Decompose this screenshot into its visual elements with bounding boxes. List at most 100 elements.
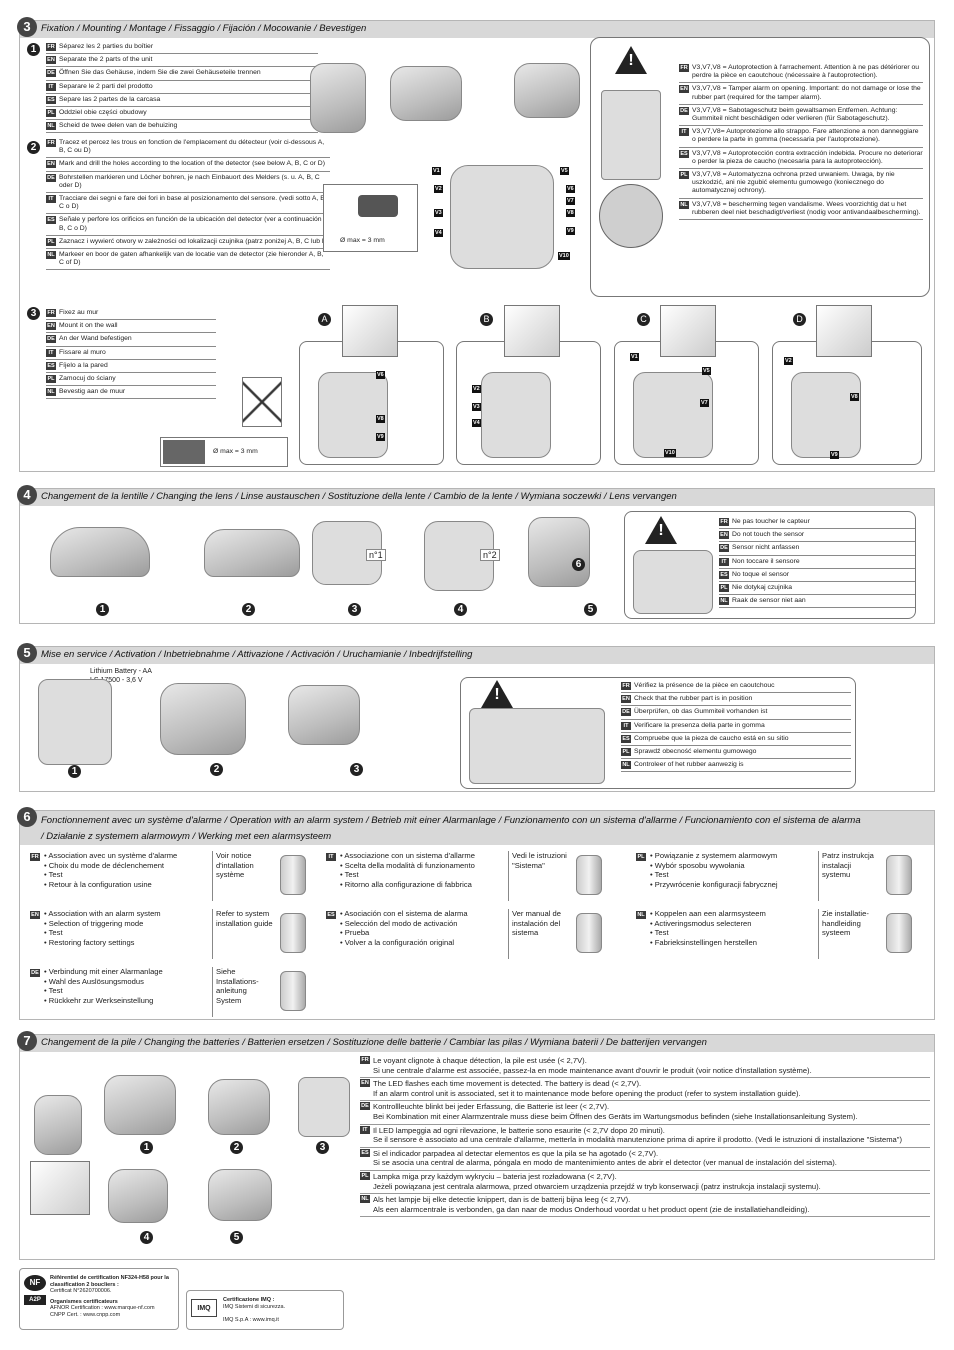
language-tag: PL [679,171,689,180]
language-tag: EN [46,322,56,331]
warning-icon [615,46,647,74]
detector-separated-image [514,63,580,118]
instruction-text: Séparez les 2 parties du boîtier [59,43,154,50]
alarm-group: PLPowiązanie z systemem alarmowymWybór s… [636,851,926,907]
detector-image [576,913,602,953]
step-1-badge: 1 [27,43,40,56]
language-tag: FR [30,853,40,861]
language-tag: IT [679,128,689,137]
instruction-text: Fissare al muro [59,348,106,356]
language-tag: DE [30,969,40,977]
cnpp-link[interactable]: CNPP Cert. : www.cnpp.com [50,1311,121,1318]
instruction-text: Öffnen Sie das Gehäuse, indem Sie die zw… [59,69,261,77]
language-tag: EN [360,1079,370,1088]
instruction-text: Nie dotykaj czujnika [732,584,793,592]
instruction-text: Fixez au mur [59,309,99,316]
language-tag: ES [719,570,729,579]
section-number: 3 [17,17,37,37]
language-tag: EN [30,911,40,919]
activation-step-1: 1 [68,765,81,778]
rubber-image [469,708,605,784]
alarm-steps-list: Verbindung mit einer AlarmanlageWahl des… [44,967,212,1005]
section-lens: Changement de la lentille / Changing the… [17,485,935,624]
section-alarm-system: Fonctionnement avec un système d'alarme … [17,807,935,1020]
c-v7: V7 [700,399,709,407]
section-mounting: Fixation / Mounting / Montage / Fissaggi… [17,17,935,472]
hole-v6: V6 [566,185,575,193]
section-number: 6 [17,807,37,827]
tamper-image [601,90,661,180]
language-tag: DE [360,1102,370,1111]
label-d: D [793,313,806,326]
activation-step-2: 2 [210,763,223,776]
alarm-steps-list: Association avec un système d'alarmeChoi… [44,851,212,889]
section-number: 5 [17,643,37,663]
d-v8: V8 [850,393,859,401]
language-tag: IT [46,195,56,204]
position-d-image [791,372,861,458]
led-flash-image [34,1095,82,1155]
lens-step-3: 3 [348,603,361,616]
alarm-step: Fabrieksinstellingen herstellen [650,938,818,948]
battery-step-1: 1 [140,1141,153,1154]
screw-box: Ø max = 3 mm [160,437,288,467]
instruction-text: V3,V7,V8 = Sabotageschutz beim gewaltsam… [692,106,898,123]
instruction-text: Bohrstellen markieren und Löcher bohren,… [59,173,320,189]
divider [508,909,509,959]
language-tag: NL [46,251,56,260]
certification-block: NF A2P Référentiel de certification NF32… [19,1268,179,1330]
instruction-text: Sprawdź obecność elementu gumowego [634,748,757,756]
label-a: A [318,313,331,326]
language-tag: PL [46,375,56,384]
language-tag: EN [679,85,689,94]
instruction-text: Überprüfen, ob das Gummiteil vorhanden i… [634,708,768,716]
section-activation: Mise en service / Activation / Inbetrieb… [17,643,935,792]
afnor-link[interactable]: AFNOR Certification : www.marque-nf.com [50,1305,155,1312]
c-v1: V1 [630,353,639,361]
imq-link[interactable]: IMQ S.p.A : www.imq.it [223,1317,279,1323]
language-tag: FR [46,43,56,51]
alarm-reference-note: Ver manual de instalación del sistema [512,909,561,938]
instruction-text: V3,V7,V8 = Automatyczna ochrona przed ur… [692,171,895,195]
lens-n1-label: n°1 [366,549,386,561]
sensor-view-b [504,305,560,357]
battery-step-2: 2 [230,1141,243,1154]
alarm-reference-note: Patrz instrukcja instalacji systemu [822,851,874,880]
label-c: C [637,313,650,326]
a2p-logo: A2P [24,1295,46,1305]
divider [508,851,509,901]
language-tag: ES [46,95,56,104]
drill-diagram: Ø max = 3 mm [323,184,418,252]
battery-instruction-text: Kontrollleuchte blinkt bei jeder Erfassu… [373,1102,858,1121]
instruction-text: Separe las 2 partes de la carcasa [59,95,161,103]
alarm-step: Selection of triggering mode [44,919,212,929]
detector-image [280,971,306,1011]
instruction-text: Sensor nicht anfassen [732,544,800,552]
language-tag: IT [719,557,729,566]
hole-v9: V9 [566,227,575,235]
instruction-text: Vérifiez la présence de la pièce en caou… [634,682,775,689]
battery-instruction-text: The LED flashes each time movement is de… [373,1079,801,1098]
instruction-text: Mark and drill the holes according to th… [59,160,325,168]
imq-block: IMQ Certificazione IMQ : IMQ Sistemi di … [186,1290,344,1330]
alarm-step: Restoring factory settings [44,938,212,948]
alarm-group: ESAsociación con el sistema de alarmaSel… [326,909,616,965]
